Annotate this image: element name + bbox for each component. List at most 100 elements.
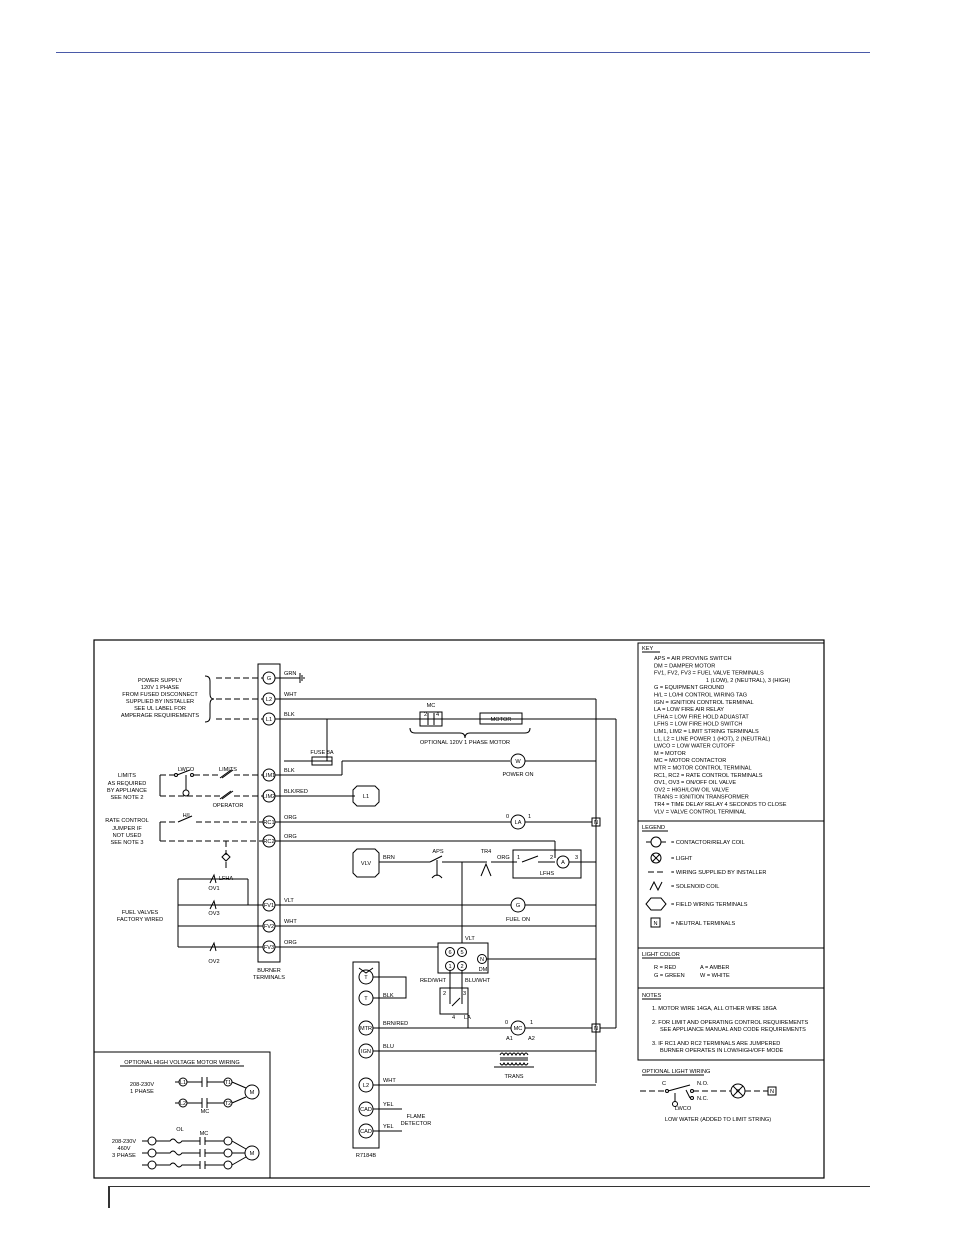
terminal-l2-label: L2 bbox=[266, 697, 272, 703]
aps-label: APS bbox=[432, 849, 443, 855]
wire-wht3-label: WHT bbox=[383, 1078, 396, 1084]
light-color-green: G = GREEN bbox=[654, 973, 685, 979]
key-line: MC = MOTOR CONTACTOR bbox=[654, 758, 726, 764]
key-line: G = EQUIPMENT GROUND bbox=[654, 685, 724, 691]
light-color-panel: LIGHT COLOR R = RED A = AMBER G = GREEN … bbox=[637, 947, 825, 989]
la-pin-1: 1 bbox=[528, 814, 531, 820]
hv-3ph-voltage2: 460V bbox=[117, 1146, 130, 1152]
wire-org2-label: ORG bbox=[284, 834, 297, 840]
legend-title: LEGEND bbox=[642, 825, 665, 831]
legend-field-icon bbox=[645, 897, 667, 911]
rate-note-3: SEE NOTE 3 bbox=[111, 840, 144, 846]
opt-light-title: OPTIONAL LIGHT WIRING bbox=[642, 1069, 710, 1075]
key-line: VLV = VALVE CONTROL TERMINAL bbox=[654, 809, 746, 815]
light-color-title: LIGHT COLOR bbox=[642, 952, 680, 958]
terminal-fv2-label: FV2 bbox=[264, 924, 274, 930]
wire-org-label: ORG bbox=[284, 815, 297, 821]
note-3b: BURNER OPERATES IN LOW/HIGH/OFF MODE bbox=[660, 1048, 784, 1054]
la-contact-4: 4 bbox=[452, 1015, 455, 1021]
dm-terminal-n: N bbox=[480, 957, 484, 963]
neutral-terminal bbox=[591, 817, 601, 827]
power-on-label: POWER ON bbox=[502, 772, 533, 778]
fuel-on-label: FUEL ON bbox=[506, 917, 530, 923]
rate-note-1: JUMPER IF bbox=[112, 826, 142, 832]
key-line: MTR = MOTOR CONTROL TERMINAL bbox=[654, 766, 752, 772]
ov2-label: OV2 bbox=[208, 959, 219, 965]
limits-note-title: LIMITS bbox=[118, 773, 136, 779]
ov3-label: OV3 bbox=[208, 911, 219, 917]
footer-rule bbox=[108, 1186, 870, 1187]
r7184-cad2-label: CAD bbox=[360, 1129, 372, 1135]
legend-coil-icon bbox=[650, 836, 662, 848]
r7184-t2-label: T bbox=[364, 996, 368, 1002]
legend-wiring: = WIRING SUPPLIED BY INSTALLER bbox=[671, 870, 766, 876]
key-line: LFHS = LOW FIRE HOLD SWITCH bbox=[654, 722, 742, 728]
fuel-valves-label: FUEL VALVES bbox=[122, 910, 159, 916]
wire-bluwht-label: BLU/WHT bbox=[465, 978, 491, 984]
legend-neutral-symbol: N bbox=[653, 921, 657, 927]
l1-terminal-box bbox=[352, 785, 380, 807]
key-line: OV1, OV3 = ON/OFF OIL VALVE bbox=[654, 780, 736, 786]
rate-note-2: NOT USED bbox=[113, 833, 142, 839]
lfhs-label: LFHS bbox=[540, 871, 555, 877]
key-line: 1 (LOW), 2 (NEUTRAL), 3 (HIGH) bbox=[706, 678, 790, 684]
note-2a: 2. FOR LIMIT AND OPERATING CONTROL REQUI… bbox=[652, 1020, 808, 1026]
neutral-terminal-label: N bbox=[594, 820, 598, 826]
key-line: H/L = LO/HI CONTROL WIRING TAG bbox=[654, 693, 747, 699]
legend-panel: LEGEND = CONTACTOR/RELAY COIL = LIGHT = … bbox=[637, 820, 825, 949]
hl-label: H/L bbox=[183, 813, 192, 819]
wire-blu-label: BLU bbox=[383, 1044, 394, 1050]
terminal-g-label: G bbox=[267, 676, 271, 682]
power-supply: POWER SUPPLY 120V 1 PHASE FROM FUSED DIS… bbox=[121, 675, 263, 723]
limits-note-2: BY APPLIANCE bbox=[107, 788, 147, 794]
terminal-fv3-label: FV3 bbox=[264, 945, 274, 951]
la-contact-3: 3 bbox=[463, 991, 466, 997]
dm-terminal-2: 2 bbox=[460, 964, 463, 970]
key-line: OV2 = HIGH/LOW OIL VALVE bbox=[654, 787, 729, 793]
legend-neutral-icon bbox=[650, 917, 661, 928]
wire-vlt-label: VLT bbox=[284, 898, 294, 904]
terminal-lim1-label: LIM1 bbox=[263, 773, 275, 779]
hv-title: OPTIONAL HIGH VOLTAGE MOTOR WIRING bbox=[124, 1060, 239, 1066]
opt-light-r: R bbox=[736, 1089, 740, 1095]
note-3a: 3. IF RC1 AND RC2 TERMINALS ARE JUMPERED bbox=[652, 1041, 780, 1047]
hv-motor-3ph: M bbox=[250, 1151, 255, 1157]
opt-light-no: N.O. bbox=[697, 1081, 709, 1087]
neutral-terminal-2-label: N bbox=[594, 1026, 598, 1032]
notes-panel: NOTES 1. MOTOR WIRE 14GA, ALL OTHER WIRE… bbox=[637, 987, 825, 1061]
optional-hv-motor-panel: OPTIONAL HIGH VOLTAGE MOTOR WIRING 208-2… bbox=[93, 1051, 271, 1179]
key-line: LIM1, LIM2 = LIMIT STRING TERMINALS bbox=[654, 729, 759, 735]
wire-brn-label: BRN bbox=[383, 855, 395, 861]
vlv-terminal-box bbox=[352, 848, 380, 878]
limits-note-3: SEE NOTE 2 bbox=[111, 795, 144, 801]
fuse-label: FUSE 8A bbox=[310, 750, 334, 756]
r7184-model-label: R7184B bbox=[356, 1153, 376, 1159]
hv-3ph-label: 3 PHASE bbox=[112, 1153, 136, 1159]
mc-pin-1: 1 bbox=[530, 1020, 533, 1026]
limits-note-1: AS REQUIRED bbox=[108, 781, 147, 787]
power-line-3: FROM FUSED DISCONNECT bbox=[122, 692, 198, 698]
terminal-lim2-label: LIM2 bbox=[263, 794, 275, 800]
light-w-label: W bbox=[515, 759, 521, 765]
motor-label: MOTOR bbox=[491, 717, 512, 723]
wire-yel-label: YEL bbox=[383, 1102, 394, 1108]
key-line: LA = LOW FIRE AIR RELAY bbox=[654, 707, 724, 713]
light-color-white: W = WHITE bbox=[700, 973, 730, 979]
light-a-label: A bbox=[561, 860, 565, 866]
mc-pin-2: 2 bbox=[424, 712, 427, 718]
wire-brnred-label: BRN/RED bbox=[383, 1021, 408, 1027]
legend-neutral: = NEUTRAL TERMINALS bbox=[671, 921, 735, 927]
wire-blk3-label: BLK bbox=[383, 993, 394, 999]
power-line-6: AMPERAGE REQUIREMENTS bbox=[121, 713, 200, 719]
hv-l2: L2 bbox=[180, 1101, 186, 1107]
operator-label: OPERATOR bbox=[213, 803, 244, 809]
wire-vlt2-label: VLT bbox=[465, 936, 475, 942]
power-line-2: 120V 1 PHASE bbox=[141, 685, 180, 691]
hv-1ph-voltage: 208-230V bbox=[130, 1082, 155, 1088]
opt-light-nc: N.C. bbox=[697, 1096, 709, 1102]
terminal-fv1-label: FV1 bbox=[264, 903, 274, 909]
lfhs-box bbox=[512, 849, 582, 879]
damper-motor-block: 6 5 1 2 N DM RED/WHT BLU/WHT 2 3 4 LA bbox=[420, 942, 596, 1021]
